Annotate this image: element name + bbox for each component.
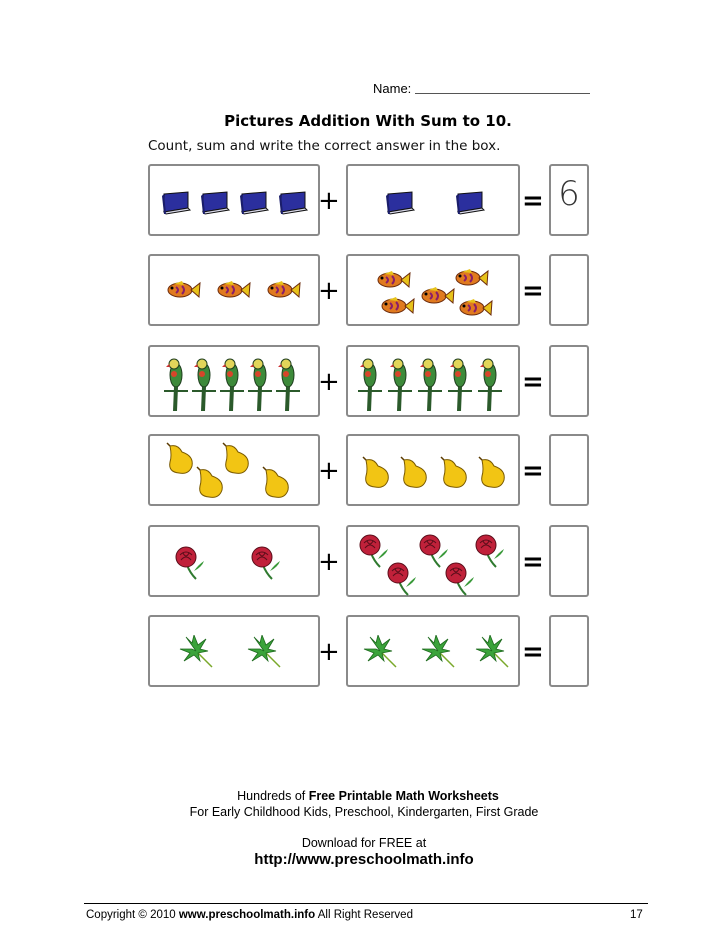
parrot-icon [164, 355, 188, 418]
pear-icon [398, 456, 430, 495]
equals-sign: = [522, 276, 544, 306]
equals-sign: = [522, 547, 544, 577]
parrot-icon [418, 355, 442, 418]
answer-value: 6 [558, 174, 580, 214]
rose-icon [358, 533, 392, 574]
answer-box[interactable] [549, 434, 589, 506]
parrot-icon [388, 355, 412, 418]
pear-icon [260, 466, 292, 505]
leaf-icon [362, 633, 400, 674]
left-picture-box-fish [148, 254, 320, 326]
footer-download-line: Download for FREE at [301, 836, 427, 850]
left-picture-box-rose [148, 525, 320, 597]
fish-icon [418, 284, 456, 313]
book-icon [275, 188, 311, 221]
worksheet-title: Pictures Addition With Sum to 10. [224, 112, 512, 130]
parrot-icon [276, 355, 300, 418]
leaf-icon [246, 633, 284, 674]
pear-icon [194, 466, 226, 505]
pear-icon [476, 456, 508, 495]
rose-icon [444, 561, 478, 602]
fish-icon [378, 294, 416, 323]
parrot-icon [478, 355, 502, 418]
equals-sign: = [522, 637, 544, 667]
page-number: 17 [630, 909, 643, 921]
copyright-suffix: All Right Reserved [315, 909, 413, 921]
answer-box[interactable]: 6 [549, 164, 589, 236]
fish-icon [164, 278, 202, 307]
right-picture-box-book [346, 164, 520, 236]
footer-divider [84, 903, 648, 904]
footer-promo-prefix: Hundreds of [237, 789, 309, 803]
right-picture-box-rose [346, 525, 520, 597]
parrot-icon [192, 355, 216, 418]
leaf-icon [178, 633, 216, 674]
book-icon [197, 188, 233, 221]
right-picture-box-leaf [346, 615, 520, 687]
parrot-icon [248, 355, 272, 418]
rose-icon [474, 533, 508, 574]
copyright-notice: Copyright © 2010 www.preschoolmath.info … [86, 909, 413, 921]
rose-icon [386, 561, 420, 602]
leaf-icon [420, 633, 458, 674]
fish-icon [214, 278, 252, 307]
plus-sign: + [318, 367, 340, 397]
footer-url-link[interactable]: http://www.preschoolmath.info [254, 851, 474, 868]
footer-audience-line: For Early Childhood Kids, Preschool, Kin… [189, 805, 539, 819]
fish-icon [452, 266, 490, 295]
book-icon [452, 188, 488, 221]
equals-sign: = [522, 456, 544, 486]
answer-box[interactable] [549, 254, 589, 326]
leaf-icon [474, 633, 512, 674]
equals-sign: = [522, 367, 544, 397]
right-picture-box-fish [346, 254, 520, 326]
left-picture-box-pear [148, 434, 320, 506]
book-icon [158, 188, 194, 221]
parrot-icon [220, 355, 244, 418]
copyright-prefix: Copyright © 2010 [86, 909, 179, 921]
footer-promo-line: Hundreds of Free Printable Math Workshee… [0, 789, 728, 803]
answer-box[interactable] [549, 615, 589, 687]
left-picture-box-book [148, 164, 320, 236]
pear-icon [164, 442, 196, 481]
parrot-icon [448, 355, 472, 418]
fish-icon [264, 278, 302, 307]
worksheet-instruction: Count, sum and write the correct answer … [148, 138, 501, 154]
pear-icon [220, 442, 252, 481]
rose-icon [174, 545, 208, 586]
answer-box[interactable] [549, 525, 589, 597]
fish-icon [374, 268, 412, 297]
plus-sign: + [318, 456, 340, 486]
plus-sign: + [318, 637, 340, 667]
book-icon [382, 188, 418, 221]
pear-icon [438, 456, 470, 495]
name-label: Name: [373, 81, 412, 96]
fish-icon [456, 296, 494, 325]
equals-sign: = [522, 186, 544, 216]
rose-icon [418, 533, 452, 574]
footer-promo-bold: Free Printable Math Worksheets [308, 789, 499, 803]
left-picture-box-leaf [148, 615, 320, 687]
answer-box[interactable] [549, 345, 589, 417]
plus-sign: + [318, 547, 340, 577]
rose-icon [250, 545, 284, 586]
left-picture-box-parrot [148, 345, 320, 417]
book-icon [236, 188, 272, 221]
right-picture-box-parrot [346, 345, 520, 417]
name-line[interactable] [415, 93, 590, 94]
right-picture-box-pear [346, 434, 520, 506]
parrot-icon [358, 355, 382, 418]
plus-sign: + [318, 186, 340, 216]
copyright-site: www.preschoolmath.info [178, 909, 316, 921]
pear-icon [360, 456, 392, 495]
plus-sign: + [318, 276, 340, 306]
